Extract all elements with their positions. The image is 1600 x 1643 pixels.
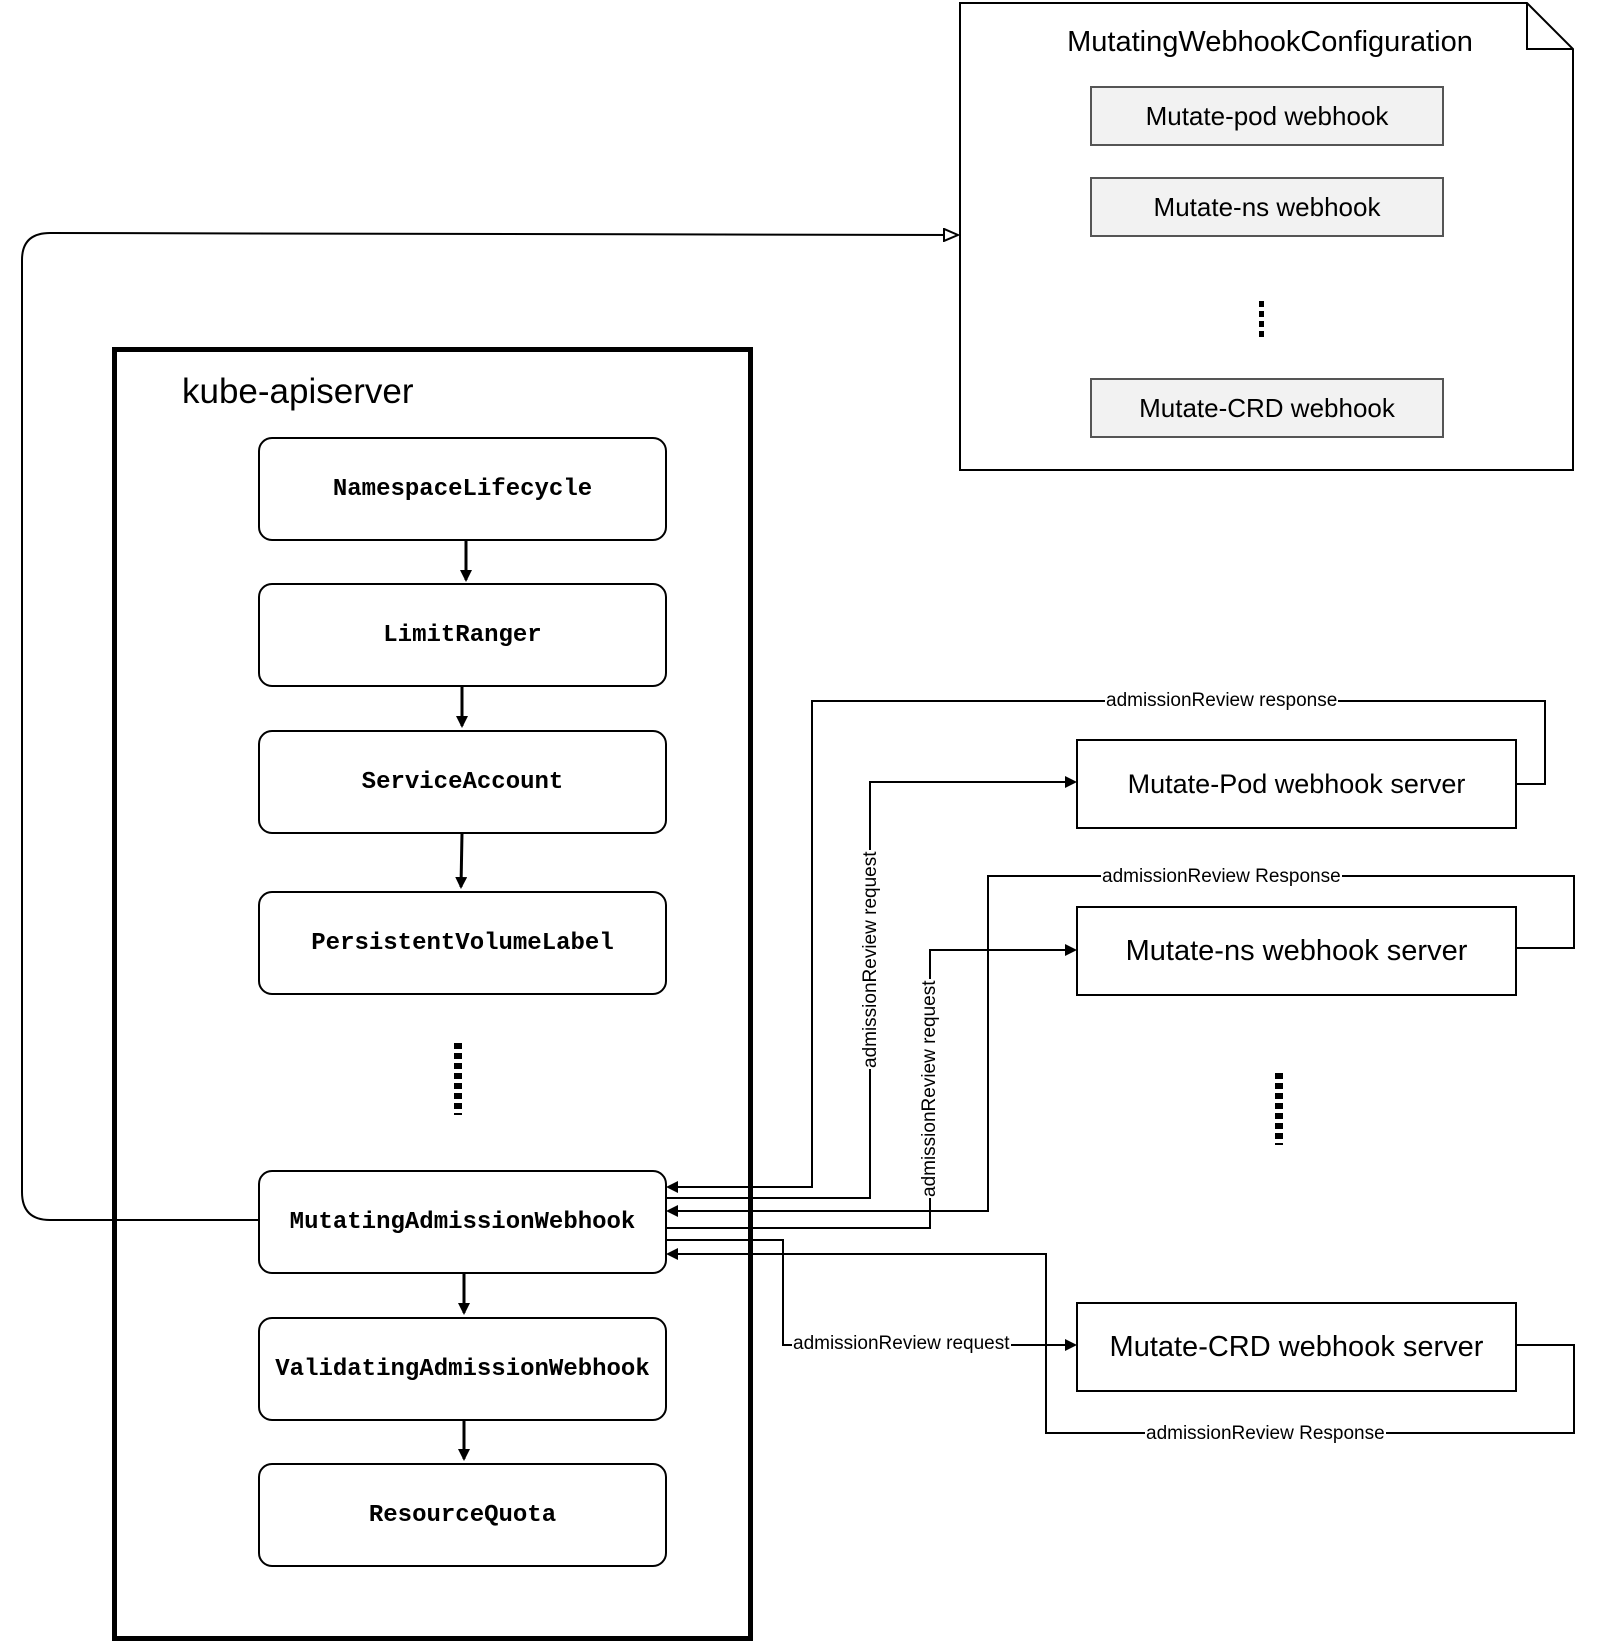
- plugin-limit-ranger[interactable]: LimitRanger: [258, 583, 667, 687]
- config-ellipsis: [1259, 301, 1264, 337]
- flow-arrow-3: [455, 832, 468, 889]
- kube-apiserver-container: [112, 347, 753, 1641]
- plugin-service-account[interactable]: ServiceAccount: [258, 730, 667, 834]
- plugin-resource-quota[interactable]: ResourceQuota: [258, 1463, 667, 1567]
- label-ns-response: admissionReview Response: [1101, 866, 1342, 888]
- kube-apiserver-title: kube-apiserver: [182, 372, 414, 411]
- plugin-mutating-admission-webhook[interactable]: MutatingAdmissionWebhook: [258, 1170, 667, 1274]
- server-mutate-pod[interactable]: Mutate-Pod webhook server: [1076, 739, 1517, 829]
- plugin-persistent-volume-label[interactable]: PersistentVolumeLabel: [258, 891, 667, 995]
- label-pod-request: admissionReview request: [860, 850, 882, 1069]
- config-webhook-ns[interactable]: Mutate-ns webhook: [1090, 177, 1444, 237]
- label-pod-response: admissionReview response: [1105, 690, 1339, 712]
- label-crd-response: admissionReview Response: [1145, 1423, 1386, 1445]
- server-mutate-crd[interactable]: Mutate-CRD webhook server: [1076, 1302, 1517, 1392]
- label-crd-request: admissionReview request: [792, 1333, 1011, 1355]
- plugin-namespace-lifecycle[interactable]: NamespaceLifecycle: [258, 437, 667, 541]
- webhook-configuration-title: MutatingWebhookConfiguration: [1067, 26, 1473, 58]
- label-ns-request: admissionReview request: [919, 979, 941, 1198]
- config-webhook-pod[interactable]: Mutate-pod webhook: [1090, 86, 1444, 146]
- config-lookup-connector: [21, 233, 958, 1221]
- plugin-ellipsis: [454, 1043, 462, 1115]
- config-webhook-crd[interactable]: Mutate-CRD webhook: [1090, 378, 1444, 438]
- server-ellipsis: [1275, 1073, 1283, 1145]
- server-mutate-ns[interactable]: Mutate-ns webhook server: [1076, 906, 1517, 996]
- plugin-validating-admission-webhook[interactable]: ValidatingAdmissionWebhook: [258, 1317, 667, 1421]
